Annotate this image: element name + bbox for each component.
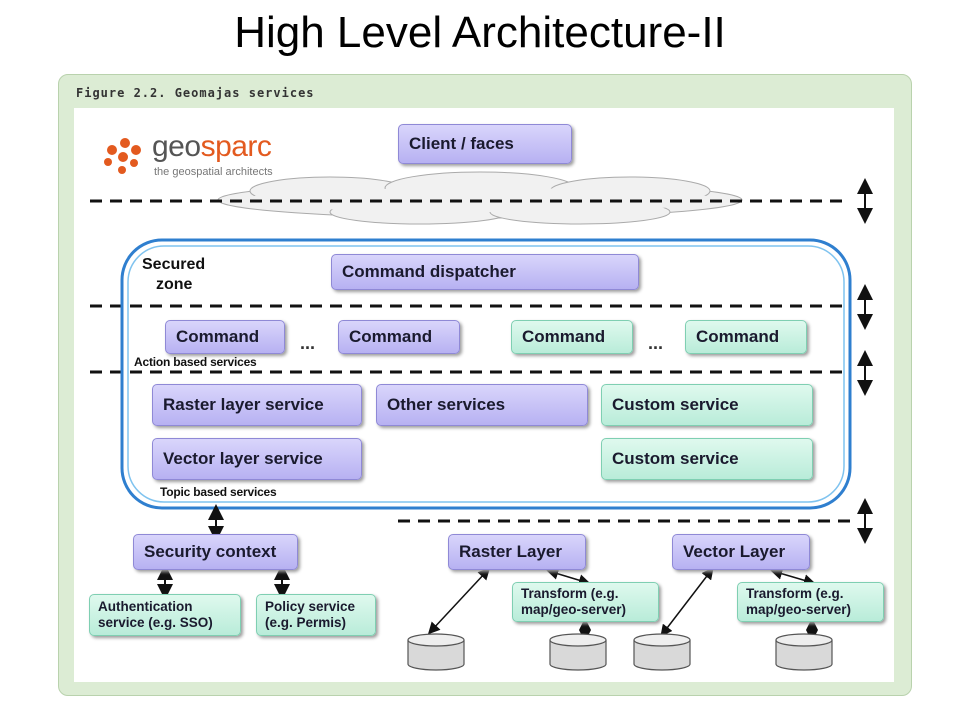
database-icon	[633, 633, 691, 671]
database-icon	[549, 633, 607, 671]
figure-caption: Figure 2.2. Geomajas services	[76, 86, 315, 100]
action-services-label: Action based services	[134, 355, 257, 369]
ellipsis: ...	[648, 333, 664, 353]
command-dispatcher-box: Command dispatcher	[331, 254, 639, 290]
vector-layer-service-box: Vector layer service	[152, 438, 362, 480]
raster-to-transform-arrow	[546, 567, 591, 587]
vector-to-transform-arrow	[770, 567, 816, 587]
vector-to-db-arrow	[660, 567, 714, 637]
ellipsis: ...	[300, 333, 316, 353]
custom-service-box: Custom service	[601, 384, 813, 426]
raster-layer-box: Raster Layer	[448, 534, 586, 570]
vector-layer-box: Vector Layer	[672, 534, 810, 570]
secured-zone-border	[120, 238, 852, 510]
secured-zone-label: Secured zone	[142, 256, 206, 293]
command-box: Command	[511, 320, 633, 354]
database-icon	[775, 633, 833, 671]
topic-services-label: Topic based services	[160, 485, 277, 499]
command-box: Command	[685, 320, 807, 354]
slide-title: High Level Architecture-II	[234, 8, 726, 57]
geosparc-logo-icon	[104, 138, 141, 174]
security-context-box: Security context	[133, 534, 298, 570]
command-box: Command	[338, 320, 460, 354]
client-faces-box: Client / faces	[398, 124, 572, 164]
command-box: Command	[165, 320, 285, 354]
transform-box: Transform (e.g.map/geo-server)	[737, 582, 884, 622]
geosparc-logo: geosparc	[152, 130, 272, 163]
logo-tagline: the geospatial architects	[154, 166, 273, 178]
custom-service-box: Custom service	[601, 438, 813, 480]
transform-box: Transform (e.g.map/geo-server)	[512, 582, 659, 622]
raster-layer-service-box: Raster layer service	[152, 384, 362, 426]
raster-to-db-arrow	[427, 567, 491, 635]
policy-service-box: Policy service(e.g. Permis)	[256, 594, 376, 636]
other-services-box: Other services	[376, 384, 588, 426]
database-icon	[407, 633, 465, 671]
cloud-shape	[217, 171, 743, 225]
